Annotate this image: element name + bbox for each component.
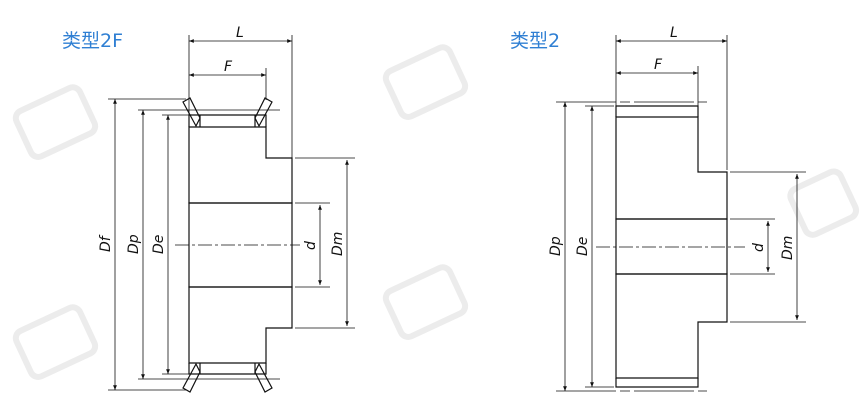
flange-top-left xyxy=(182,97,201,128)
section-upper xyxy=(188,126,293,204)
dim-label-d: d xyxy=(751,243,767,252)
dim-label-F: F xyxy=(224,59,233,75)
flange-top-right xyxy=(254,97,273,128)
pulley-2-drawing: L F Dp De d Dm xyxy=(548,25,806,392)
flange-bottom-left xyxy=(182,362,201,393)
dim-label-Dp: Dp xyxy=(126,234,142,254)
dim-label-Dm: Dm xyxy=(780,236,796,260)
bore xyxy=(615,218,728,275)
section-lower xyxy=(188,286,293,364)
pulley-2f-drawing: L F Df Dp De d Dm xyxy=(98,25,355,393)
dim-label-Dm: Dm xyxy=(330,232,346,256)
dim-label-Df: Df xyxy=(98,234,114,252)
watermark xyxy=(12,44,860,380)
dim-label-L: L xyxy=(236,25,244,41)
dim-label-De: De xyxy=(151,235,167,254)
section-upper xyxy=(615,116,728,220)
dim-label-F: F xyxy=(654,57,663,73)
dim-label-L: L xyxy=(670,25,678,41)
type-2f-title: 类型2F xyxy=(62,30,124,52)
dim-label-d: d xyxy=(303,241,319,250)
dim-label-De: De xyxy=(575,237,591,256)
section-lower xyxy=(615,273,728,379)
flange-bottom-right xyxy=(254,362,273,393)
dim-label-Dp: Dp xyxy=(548,236,564,256)
type-2-title: 类型2 xyxy=(510,30,561,52)
